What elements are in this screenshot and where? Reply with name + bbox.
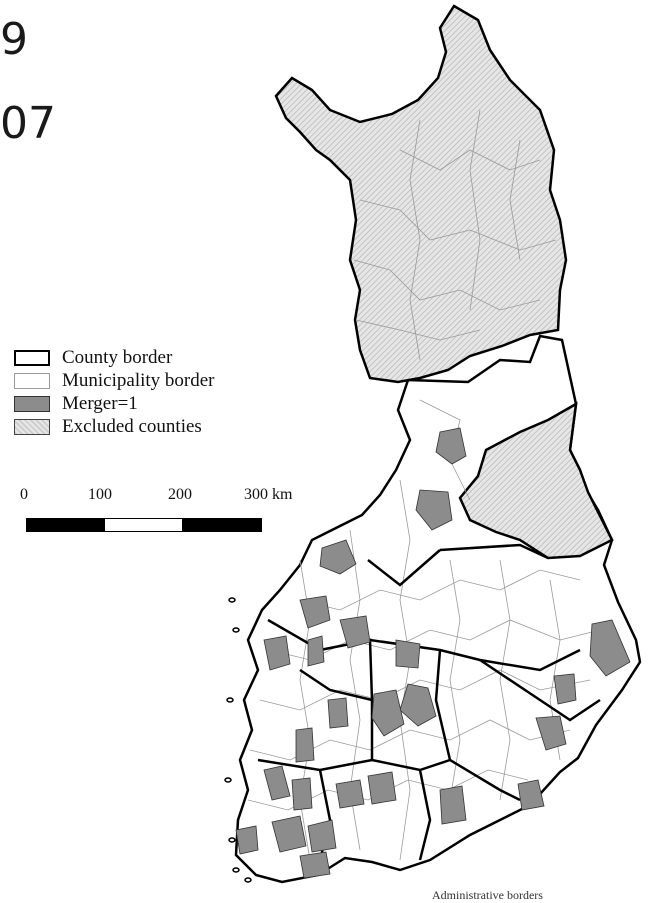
legend-item-excluded: Excluded counties — [14, 415, 314, 438]
scale-tick-label: 0 — [20, 486, 28, 503]
source-note: Administrative borders — [432, 888, 543, 902]
scale-segment-black — [26, 518, 106, 532]
scale-bar: 0 100 200 300 km — [14, 486, 314, 546]
legend: County border Municipality border Merger… — [14, 346, 314, 438]
municipality-border-swatch — [14, 372, 50, 389]
scale-segment-white — [104, 518, 184, 532]
legend-label: Merger=1 — [62, 392, 138, 414]
legend-label: Municipality border — [62, 369, 215, 391]
legend-label: Excluded counties — [62, 415, 202, 437]
year-label-top: 9 — [0, 14, 28, 65]
county-border-swatch — [14, 349, 50, 366]
merger-municipalities — [235, 427, 631, 879]
excluded-county-east — [458, 401, 614, 560]
scale-tick-label: 100 — [88, 486, 112, 503]
scale-segment-black — [182, 518, 262, 532]
legend-label: County border — [62, 346, 173, 368]
legend-item-county: County border — [14, 346, 314, 369]
excluded-swatch — [14, 418, 50, 435]
excluded-county-north — [274, 4, 568, 384]
merger-swatch — [14, 395, 50, 412]
scale-tick-label: 300 km — [244, 486, 293, 503]
year-label-bottom: 07 — [0, 98, 56, 149]
legend-item-merger: Merger=1 — [14, 392, 314, 415]
scale-tick-label: 200 — [168, 486, 192, 503]
legend-item-municipality: Municipality border — [14, 369, 314, 392]
archipelago-islands — [224, 597, 252, 883]
